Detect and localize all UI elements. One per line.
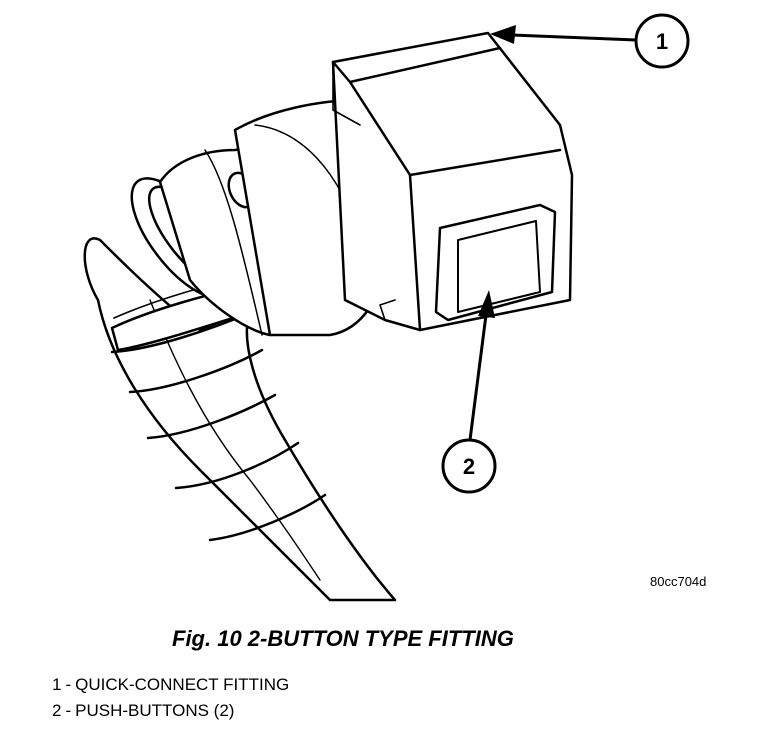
callout-2: 2 xyxy=(441,438,497,494)
leader-arrow-1 xyxy=(490,25,637,44)
legend-label: QUICK-CONNECT FITTING xyxy=(75,675,290,694)
reference-code: 80cc704d xyxy=(650,574,707,589)
push-button xyxy=(434,203,557,322)
legend-separator: - xyxy=(65,675,72,694)
legend-number: 2 xyxy=(52,701,62,720)
svg-text:2: 2 xyxy=(463,454,475,479)
callout-1: 1 xyxy=(634,13,690,69)
fitting-illustration: 1 2 xyxy=(83,13,690,602)
legend-separator: - xyxy=(65,701,72,720)
svg-text:1: 1 xyxy=(656,29,668,54)
leader-arrow-2 xyxy=(468,290,495,441)
figure-caption: Fig. 10 2-BUTTON TYPE FITTING xyxy=(172,626,514,651)
legend-item: 1-QUICK-CONNECT FITTING xyxy=(52,672,289,698)
legend-number: 1 xyxy=(52,675,62,694)
legend-item: 2-PUSH-BUTTONS (2) xyxy=(52,698,289,724)
legend-list: 1-QUICK-CONNECT FITTING 2-PUSH-BUTTONS (… xyxy=(52,672,289,724)
legend-label: PUSH-BUTTONS (2) xyxy=(75,701,235,720)
